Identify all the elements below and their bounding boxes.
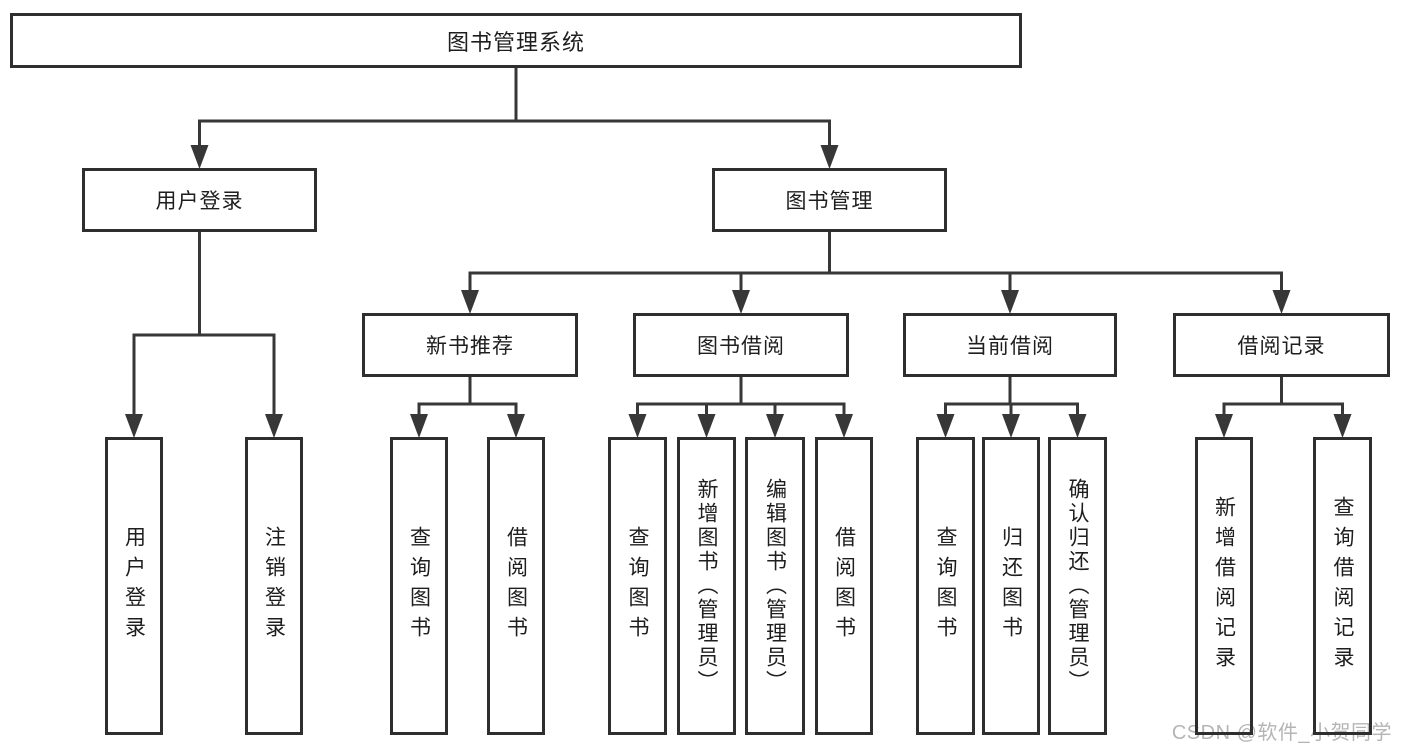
node-leaf-borrow-books-1: 借阅图书 xyxy=(487,437,545,735)
node-label: 图书管理 xyxy=(785,189,874,213)
node-leaf-add-book-admin: 新增图书（管理员） xyxy=(677,437,736,735)
arrow-down-icon xyxy=(410,414,428,438)
node-label: 编辑图书（管理员） xyxy=(763,478,788,694)
node-leaf-query-borrow-record: 查询借阅记录 xyxy=(1313,437,1372,735)
arrow-down-icon xyxy=(507,414,525,438)
node-leaf-confirm-return-admin: 确认归还（管理员） xyxy=(1048,437,1107,735)
node-book-mgmt: 图书管理 xyxy=(712,168,947,232)
node-leaf-query-books-3: 查询图书 xyxy=(916,437,975,735)
node-label: 查询图书 xyxy=(407,526,432,646)
arrow-down-icon xyxy=(265,414,283,438)
node-label: 图书借阅 xyxy=(697,334,785,358)
watermark: CSDN @软件_小贺同学 xyxy=(1171,722,1392,744)
node-label: 确认归还（管理员） xyxy=(1066,478,1090,694)
arrow-down-icon xyxy=(1068,414,1087,438)
arrow-down-icon xyxy=(732,290,750,314)
node-label: 查询图书 xyxy=(626,526,650,646)
node-leaf-query-books-2: 查询图书 xyxy=(608,437,667,735)
node-leaf-borrow-books-2: 借阅图书 xyxy=(815,437,873,735)
arrow-down-icon xyxy=(461,290,479,314)
node-label: 新增图书（管理员） xyxy=(695,478,719,694)
node-label: 图书管理系统 xyxy=(446,29,585,55)
node-leaf-query-books-1: 查询图书 xyxy=(390,437,448,735)
node-label: 借阅图书 xyxy=(832,526,857,646)
node-label: 新增借阅记录 xyxy=(1212,496,1237,676)
arrow-down-icon xyxy=(1215,414,1233,438)
node-leaf-user-login: 用户登录 xyxy=(105,437,163,735)
arrow-down-icon xyxy=(766,414,784,438)
arrow-down-icon xyxy=(936,414,955,438)
node-borrow-record: 借阅记录 xyxy=(1173,313,1390,377)
arrow-down-icon xyxy=(1272,290,1291,314)
node-label: 当前借阅 xyxy=(966,334,1054,358)
node-label: 用户登录 xyxy=(155,189,244,213)
arrow-down-icon xyxy=(190,145,209,169)
node-leaf-add-borrow-record: 新增借阅记录 xyxy=(1195,437,1253,735)
node-label: 注销登录 xyxy=(262,526,287,646)
arrow-down-icon xyxy=(1001,290,1019,314)
node-leaf-edit-book-admin: 编辑图书（管理员） xyxy=(745,437,805,735)
node-label: 新书推荐 xyxy=(426,334,514,358)
node-label: 用户登录 xyxy=(122,526,147,646)
node-current-borrow: 当前借阅 xyxy=(903,313,1117,377)
node-label: 归还图书 xyxy=(999,526,1024,646)
arrow-down-icon xyxy=(1333,414,1352,438)
arrow-down-icon xyxy=(820,145,839,169)
node-label: 查询图书 xyxy=(934,526,958,646)
arrow-down-icon xyxy=(835,414,853,438)
node-book-borrow: 图书借阅 xyxy=(633,313,849,377)
arrow-down-icon xyxy=(125,414,143,438)
node-label: 查询借阅记录 xyxy=(1331,496,1355,676)
node-root: 图书管理系统 xyxy=(10,13,1022,68)
node-leaf-logout: 注销登录 xyxy=(245,437,303,735)
arrow-down-icon xyxy=(1002,414,1020,438)
arrow-down-icon xyxy=(697,414,716,438)
arrow-down-icon xyxy=(628,414,647,438)
node-label: 借阅记录 xyxy=(1237,334,1326,358)
node-leaf-return-book: 归还图书 xyxy=(982,437,1040,735)
node-new-book-rec: 新书推荐 xyxy=(362,313,578,377)
node-label: 借阅图书 xyxy=(504,526,529,646)
node-user-login: 用户登录 xyxy=(82,168,317,232)
